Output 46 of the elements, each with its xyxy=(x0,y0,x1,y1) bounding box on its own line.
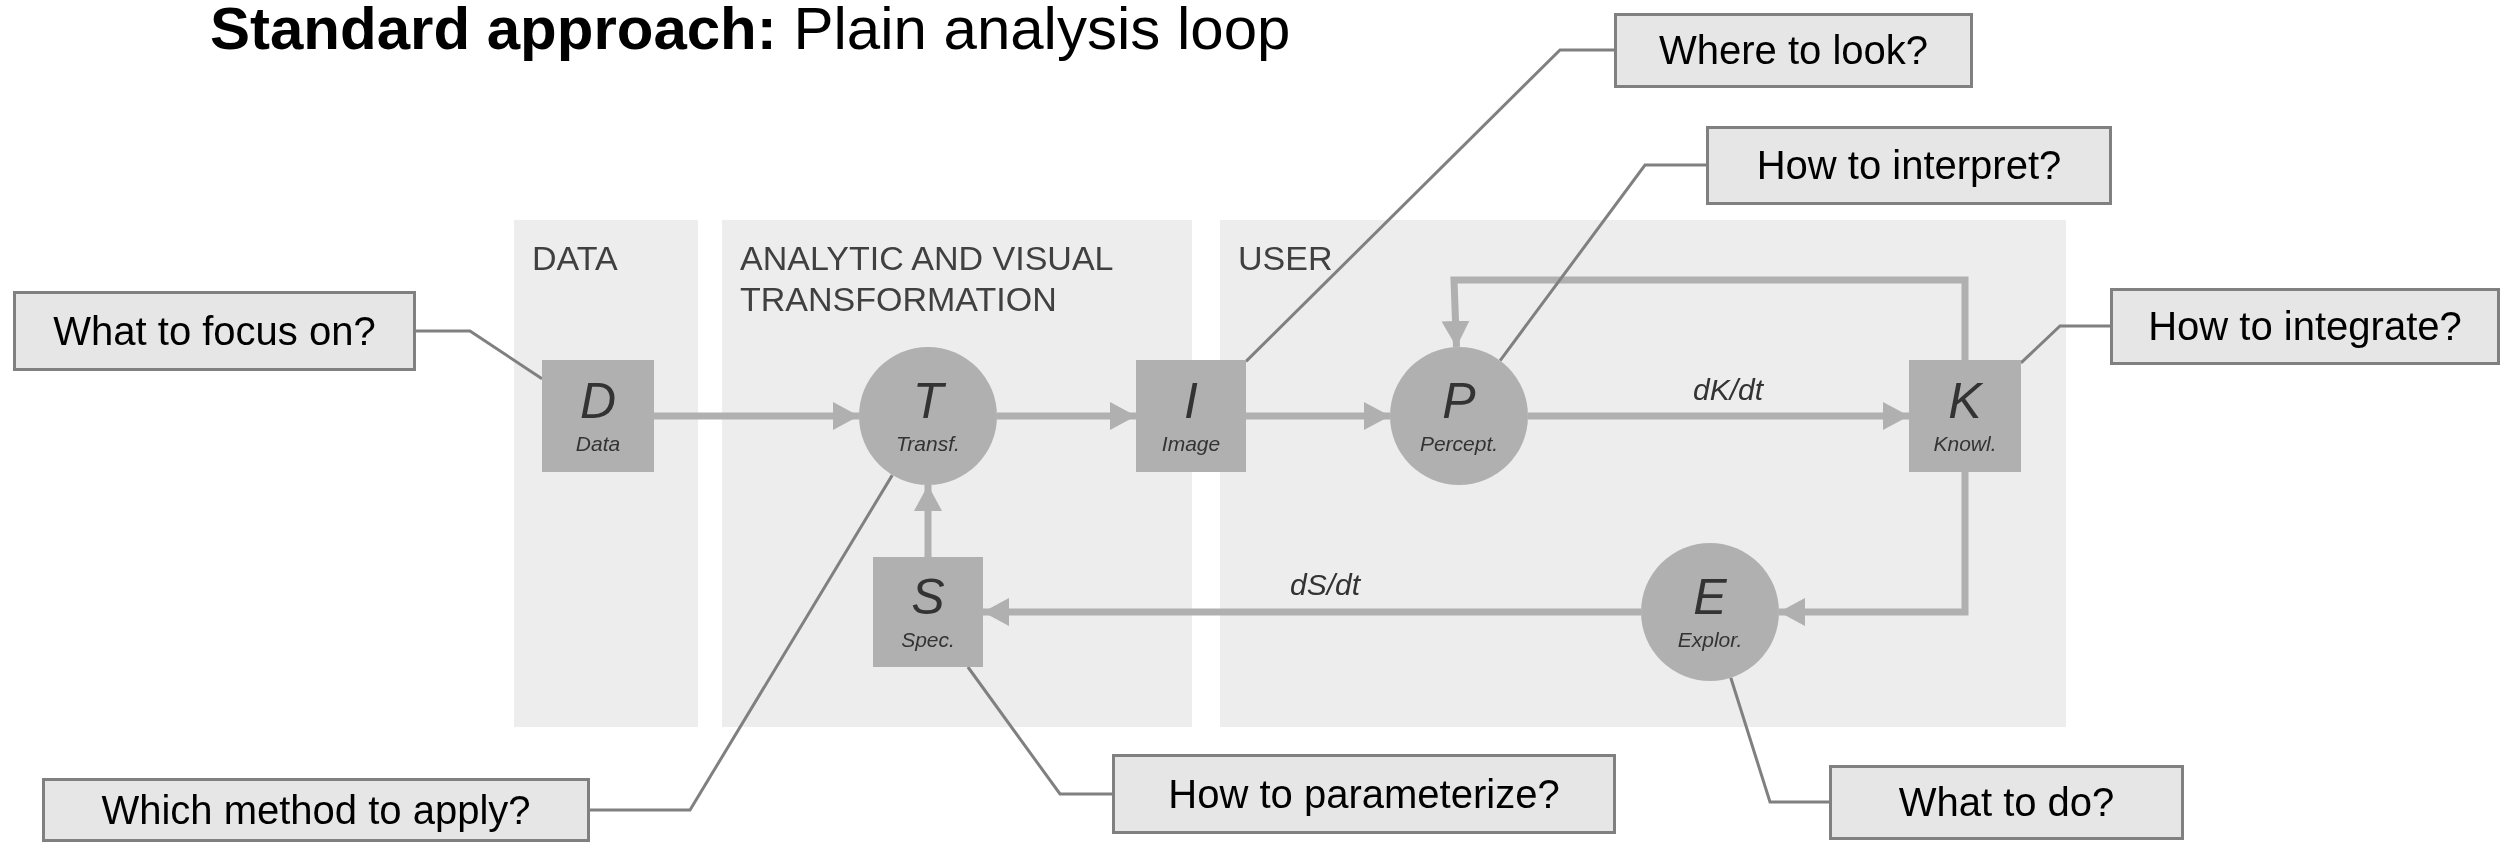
band-heading: DATA xyxy=(532,238,619,279)
leader-line xyxy=(590,474,894,812)
node-symbol: E xyxy=(1693,572,1727,623)
band-heading: ANALYTIC AND VISUAL TRANSFORMATION xyxy=(740,238,1114,320)
flow-arrow xyxy=(1246,402,1390,430)
node-caption: Explor. xyxy=(1677,628,1743,652)
node-caption: Transf. xyxy=(896,432,960,456)
node-caption: Data xyxy=(575,432,621,456)
flow-arrow xyxy=(1528,402,1909,430)
node-caption: Image xyxy=(1161,432,1221,456)
band-heading: USER xyxy=(1238,238,1334,279)
group-band xyxy=(1220,220,2066,727)
question-callout: How to interpret? xyxy=(1706,126,2112,205)
process-square xyxy=(873,557,983,667)
question-callout: How to parameterize? xyxy=(1112,754,1616,834)
leader-line xyxy=(1498,163,1706,362)
question-callout: Where to look? xyxy=(1614,13,1973,88)
flow-arrow xyxy=(1441,276,1969,360)
process-square xyxy=(1136,360,1246,472)
node-symbol: I xyxy=(1184,376,1198,427)
question-callout: How to integrate? xyxy=(2110,288,2500,365)
node-symbol: P xyxy=(1442,376,1476,427)
node-caption: Percept. xyxy=(1419,432,1499,456)
question-callout: What to do? xyxy=(1829,765,2184,840)
node-caption: Knowl. xyxy=(1933,432,1997,456)
leader-line xyxy=(1244,48,1614,363)
leader-line xyxy=(1729,677,1829,804)
flow-arrow xyxy=(983,598,1641,626)
node-symbol: T xyxy=(912,376,944,427)
question-callout: What to focus on? xyxy=(13,291,416,371)
slide-title: Standard approach: Plain analysis loop xyxy=(210,0,1291,62)
flow-arrow xyxy=(914,485,942,557)
leader-line xyxy=(966,666,1112,796)
process-square xyxy=(1909,360,2021,472)
flow-arrow xyxy=(1779,472,1969,626)
leader-line xyxy=(416,329,543,381)
node-caption: Spec. xyxy=(901,628,955,652)
question-callout: Which method to apply? xyxy=(42,778,590,842)
node-symbol: D xyxy=(579,376,617,427)
node-symbol: S xyxy=(911,572,945,623)
node-symbol: K xyxy=(1948,376,1982,427)
flow-arrow xyxy=(654,402,859,430)
group-band xyxy=(514,220,698,727)
leader-line xyxy=(2019,324,2110,364)
flow-arrow xyxy=(997,402,1136,430)
process-square xyxy=(542,360,654,472)
